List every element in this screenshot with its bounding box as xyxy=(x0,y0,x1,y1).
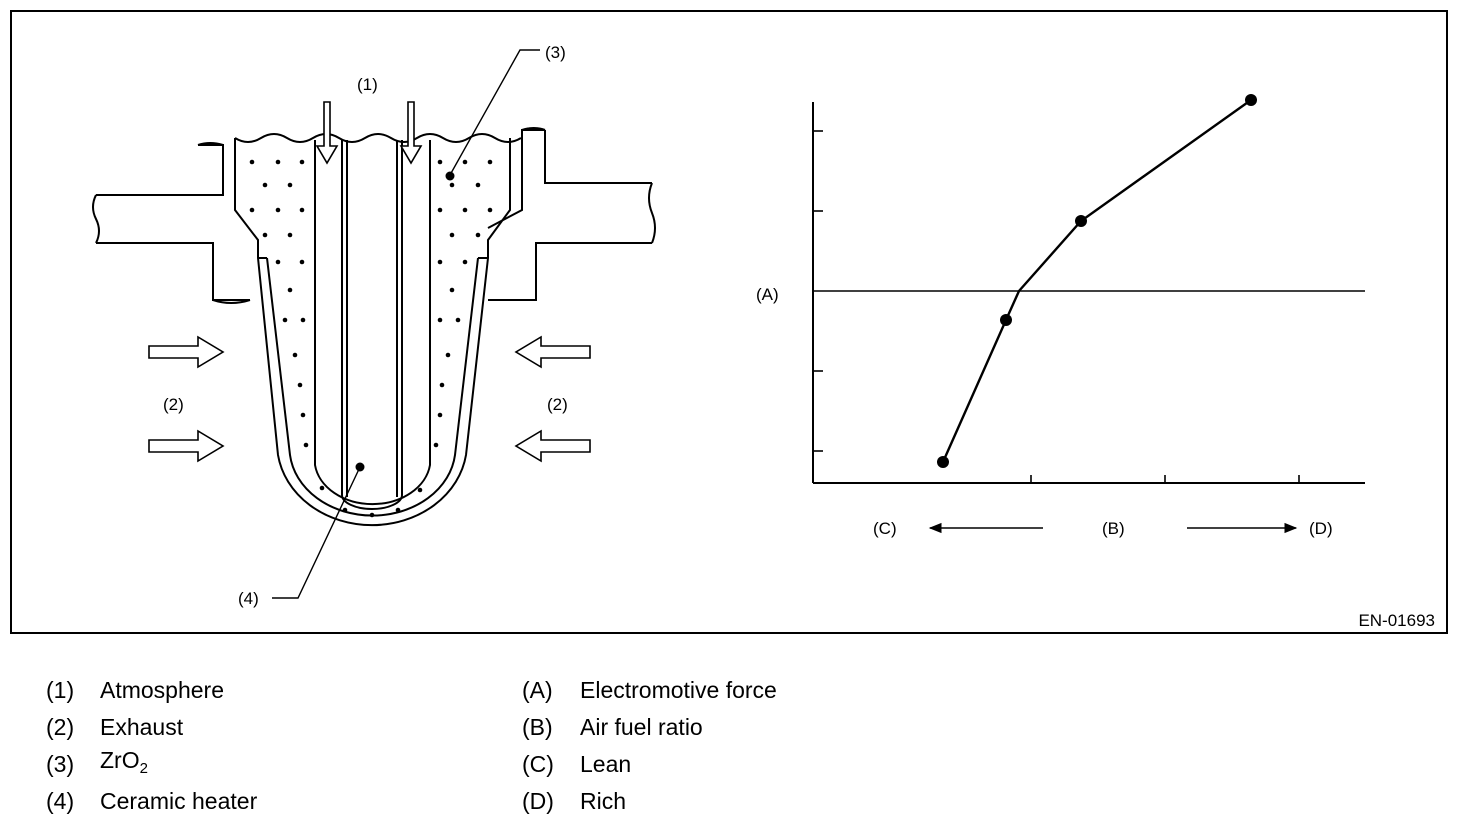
legend-key: (4) xyxy=(46,788,75,814)
atmosphere-chamber xyxy=(341,140,403,510)
housing-left xyxy=(96,144,224,196)
legend-label: Rich xyxy=(580,788,627,814)
legend-label-subscript: 2 xyxy=(139,760,148,777)
callout-4: (4) xyxy=(238,589,259,608)
legend-label: Atmosphere xyxy=(100,677,225,703)
legend-label: ZrO2 xyxy=(100,742,148,787)
legend-key: (C) xyxy=(522,751,554,777)
housing-right xyxy=(487,129,545,229)
legend-item-atmosphere: (1) Atmosphere xyxy=(46,672,257,709)
callout-1: (1) xyxy=(357,75,378,94)
legend-label: Exhaust xyxy=(100,714,184,740)
legend-item-zro2: (3) ZrO2 xyxy=(46,746,257,783)
legend-label-main: ZrO xyxy=(100,747,140,773)
legend-item-lean: (C) Lean xyxy=(522,746,777,783)
graph-label-d: (D) xyxy=(1309,519,1333,538)
legend-label: Electromotive force xyxy=(580,677,777,703)
zro2-leader-dot xyxy=(445,171,455,181)
callout-2-right: (2) xyxy=(547,395,568,414)
outer-shell xyxy=(234,138,511,527)
callout-2-left: (2) xyxy=(163,395,184,414)
zro2-dots xyxy=(249,159,493,518)
y-ticks xyxy=(813,130,823,452)
sensor-top-edge xyxy=(234,133,522,143)
heater-leader-dot xyxy=(355,462,365,472)
legend-label: Air fuel ratio xyxy=(580,714,703,740)
figure-id: EN-01693 xyxy=(1358,611,1435,630)
emf-graph xyxy=(812,99,1365,484)
legend-item-exhaust: (2) Exhaust xyxy=(46,709,257,746)
emf-curve xyxy=(941,99,1252,463)
zro2-layer xyxy=(314,140,431,506)
legend-key: (3) xyxy=(46,751,75,777)
callout-3: (3) xyxy=(545,43,566,62)
legend-key: (B) xyxy=(522,714,553,740)
legend-key: (A) xyxy=(522,677,553,703)
sensor-cross-section xyxy=(92,127,656,527)
legend-label: Ceramic heater xyxy=(100,788,258,814)
legend-key: (D) xyxy=(522,788,554,814)
graph-label-b: (B) xyxy=(1102,519,1125,538)
legend-label: Lean xyxy=(580,751,632,777)
leader-lines xyxy=(272,49,540,599)
legend-right: (A) Electromotive force (B) Air fuel rat… xyxy=(522,672,777,820)
graph-label-c: (C) xyxy=(873,519,897,538)
oxygen-sensor-figure: (1) (3) (2) (2) (4) (A) (C) (B) (D) EN-0… xyxy=(10,10,1448,634)
legend-key: (1) xyxy=(46,677,75,703)
legend-key: (2) xyxy=(46,714,75,740)
figure-frame xyxy=(10,10,1448,634)
emf-curve-points xyxy=(937,94,1257,468)
graph-label-a: (A) xyxy=(756,285,779,304)
atmosphere-arrows xyxy=(315,101,423,165)
legend-item-air-fuel-ratio: (B) Air fuel ratio xyxy=(522,709,777,746)
legend-item-ceramic-heater: (4) Ceramic heater xyxy=(46,783,257,820)
legend-item-electromotive-force: (A) Electromotive force xyxy=(522,672,777,709)
exhaust-arrows xyxy=(148,335,591,463)
legend-left: (1) Atmosphere (2) Exhaust (3) ZrO2 (4) … xyxy=(46,672,257,820)
x-ticks xyxy=(1030,475,1300,483)
legend-item-rich: (D) Rich xyxy=(522,783,777,820)
